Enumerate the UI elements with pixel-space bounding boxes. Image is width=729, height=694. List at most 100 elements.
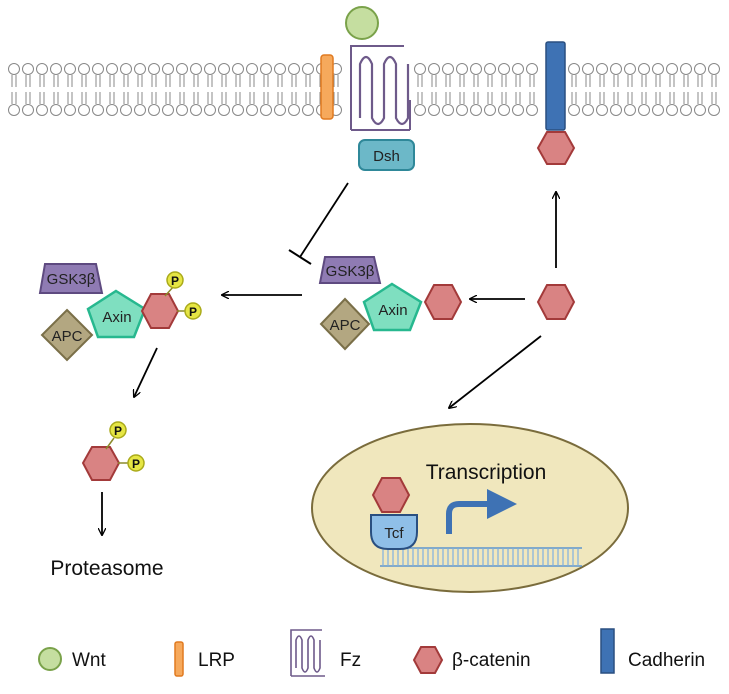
lipid-tail	[109, 75, 115, 87]
lipid-head	[92, 104, 104, 116]
legend-item-lrp: LRP	[174, 641, 235, 677]
lipid-tail	[81, 75, 87, 87]
lipid-head	[232, 104, 244, 116]
lipid-head	[218, 63, 230, 75]
beta-catenin-middle	[423, 284, 463, 320]
lipid-head	[106, 63, 118, 75]
lipid-head	[148, 63, 160, 75]
gsk3b-middle-label: GSK3β	[326, 263, 375, 280]
arrow-to-nucleus	[449, 335, 542, 408]
lipid-tail	[683, 75, 689, 87]
lipid-head	[148, 104, 160, 116]
lipid-head	[218, 104, 230, 116]
lipid-tail	[81, 92, 87, 104]
phosphate-2-degraded	[127, 454, 145, 472]
lipid-tail	[291, 92, 297, 104]
legend-lrp-swatch	[174, 641, 184, 677]
gsk3b-left	[38, 263, 104, 294]
lipid-tail	[669, 92, 675, 104]
lipid-tail	[221, 75, 227, 87]
lipid-head	[78, 63, 90, 75]
lipid-tail	[235, 75, 241, 87]
lipid-tail	[613, 92, 619, 104]
lipid-head	[36, 104, 48, 116]
phospho-beta-catenin: P P	[81, 421, 145, 481]
lipid-head	[8, 104, 20, 116]
legend-bcat-swatch	[412, 646, 444, 674]
axin-left-label: Axin	[102, 309, 131, 326]
lipid-tail	[487, 75, 493, 87]
lipid-head	[190, 104, 202, 116]
lipid-tail	[333, 92, 339, 104]
lipid-tail	[641, 92, 647, 104]
lipid-head	[582, 63, 594, 75]
lipid-head	[652, 104, 664, 116]
lipid-tail	[39, 92, 45, 104]
dsh-protein: Dsh	[358, 139, 415, 171]
lipid-head	[22, 63, 34, 75]
lipid-tail	[501, 92, 507, 104]
phosphate-1-degraded-label: P	[114, 424, 122, 438]
legend-item-cadherin: Cadherin	[600, 628, 705, 674]
lipid-tail	[291, 75, 297, 87]
lipid-tail	[165, 92, 171, 104]
legend-wnt-swatch	[38, 647, 62, 671]
lipid-head	[176, 104, 188, 116]
lipid-tail	[445, 75, 451, 87]
lipid-head	[442, 104, 454, 116]
axin-middle	[362, 282, 423, 332]
lipid-tail	[501, 75, 507, 87]
wnt-ligand	[345, 6, 379, 40]
lipid-tail	[207, 92, 213, 104]
lipid-head	[666, 104, 678, 116]
lipid-tail	[669, 75, 675, 87]
lipid-tail	[473, 92, 479, 104]
lipid-tail	[711, 92, 717, 104]
lipid-tail	[221, 92, 227, 104]
lipid-tail	[179, 75, 185, 87]
transcription-label: Transcription	[426, 461, 547, 484]
lipid-tail	[641, 75, 647, 87]
dsh-label: Dsh	[373, 148, 400, 165]
lipid-tail	[123, 75, 129, 87]
lipid-tail	[431, 92, 437, 104]
lipid-head	[428, 104, 440, 116]
lipid-tail	[39, 75, 45, 87]
lipid-head	[638, 104, 650, 116]
lipid-head	[120, 104, 132, 116]
lipid-head	[526, 63, 538, 75]
lipid-tail	[165, 75, 171, 87]
lipid-head	[260, 104, 272, 116]
lipid-head	[456, 63, 468, 75]
lipid-tail	[459, 75, 465, 87]
lipid-tail	[445, 92, 451, 104]
lipid-head	[22, 104, 34, 116]
lipid-head	[694, 104, 706, 116]
lipid-tail	[571, 92, 577, 104]
lipid-head	[456, 104, 468, 116]
lipid-head	[568, 63, 580, 75]
lipid-head	[596, 63, 608, 75]
lipid-head	[288, 104, 300, 116]
lipid-head	[498, 63, 510, 75]
nucleus: Tcf Transcription	[311, 423, 629, 593]
lipid-tail	[333, 75, 339, 87]
phosphate-1-degraded	[109, 421, 127, 439]
lipid-head	[190, 63, 202, 75]
lipid-tail	[95, 92, 101, 104]
lipid-tail	[53, 92, 59, 104]
lipid-head	[134, 104, 146, 116]
lipid-head	[624, 63, 636, 75]
lipid-head	[78, 104, 90, 116]
lipid-tail	[305, 92, 311, 104]
cell-membrane	[8, 63, 720, 116]
lipid-tail	[137, 92, 143, 104]
dsh-inhibition-line	[288, 182, 349, 265]
lipid-head	[582, 104, 594, 116]
phosphate-1-left	[166, 271, 184, 289]
apc-middle-label: APC	[330, 317, 361, 334]
lipid-tail	[627, 75, 633, 87]
lipid-tail	[627, 92, 633, 104]
lipid-head	[708, 63, 720, 75]
lipid-tail	[585, 75, 591, 87]
